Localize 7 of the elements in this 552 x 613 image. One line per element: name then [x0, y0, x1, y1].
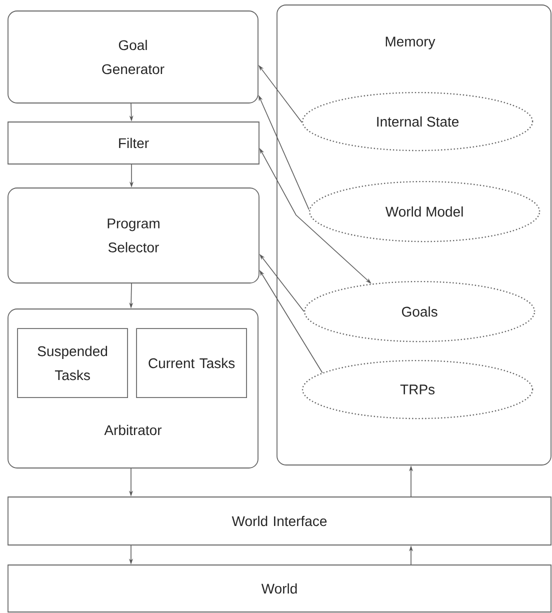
process-box: Program Selector [8, 188, 260, 284]
process-box: Goal Generator [8, 10, 258, 104]
process-box: World [8, 564, 552, 612]
process-box: World Interface [8, 496, 552, 546]
process-box: Current Tasks [136, 328, 247, 398]
process-box: Filter [8, 122, 260, 164]
process-box: Suspended Tasks [17, 328, 128, 398]
